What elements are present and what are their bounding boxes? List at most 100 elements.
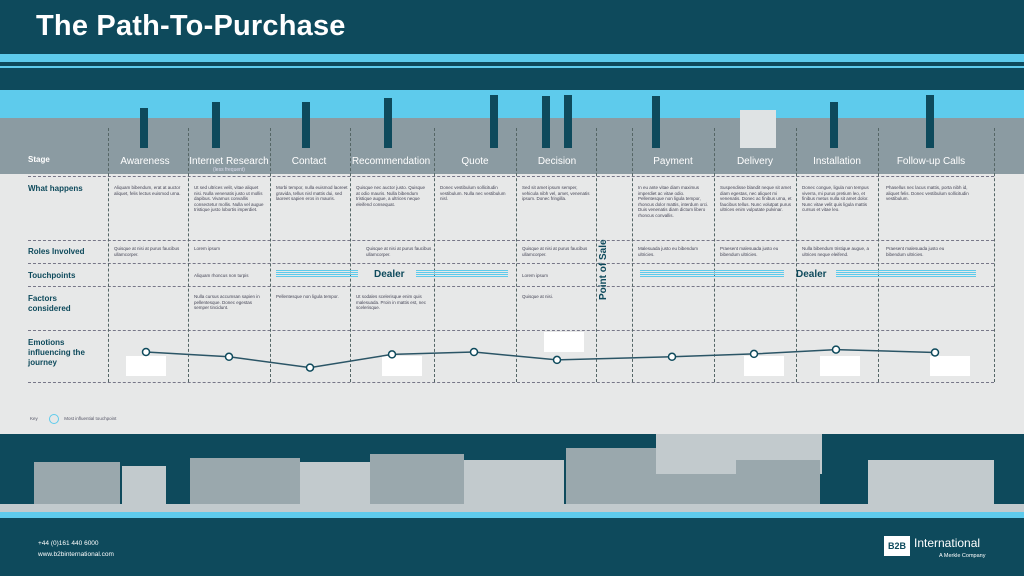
person-icon xyxy=(652,96,660,148)
row-divider xyxy=(28,240,994,241)
person-icon xyxy=(830,102,838,148)
factors-contact: Pellentesque non ligula tempor. xyxy=(276,294,339,299)
row-label-what-happens: What happens xyxy=(28,184,83,193)
figure-band xyxy=(0,118,1024,148)
emotion-line xyxy=(145,348,936,369)
column-divider xyxy=(516,128,517,382)
row-divider xyxy=(28,263,994,264)
emotion-point xyxy=(930,348,940,357)
stage-contact: Contact xyxy=(291,156,327,167)
ground xyxy=(0,504,1024,512)
row-label-touchpoints: Touchpoints xyxy=(28,271,76,280)
key: Key Most influential touchpoint xyxy=(30,414,116,424)
row-label-roles: Roles Involved xyxy=(28,247,85,256)
stage-internet-research: Internet Research xyxy=(189,156,269,167)
what-happens-recommendation: Quisque nec auctor justo. Quisque at odi… xyxy=(356,185,426,207)
emotion-point xyxy=(552,355,562,365)
building xyxy=(868,460,994,512)
stage-installation: Installation xyxy=(813,156,861,167)
stage-decision: Decision xyxy=(537,156,577,167)
emotion-point xyxy=(224,352,234,362)
stripe xyxy=(0,512,1024,518)
what-happens-awareness: Aliquam bibendum, erat at auctor aliquet… xyxy=(114,185,181,196)
what-happens-quote: Donec vestibulum sollicitudin vestibulum… xyxy=(440,185,506,202)
building xyxy=(370,454,464,512)
stage-note: (less frequent) xyxy=(213,167,245,173)
roles-awareness: Quisque at nisi at purus faucibus ullamc… xyxy=(114,246,180,257)
roles-decision: Quisque at nisi at purus faucibus ullamc… xyxy=(522,246,588,257)
stripe xyxy=(0,54,1024,62)
emotion-point xyxy=(831,345,841,354)
emotion-bubble xyxy=(930,356,970,376)
influential-touchpoint-bar xyxy=(836,270,976,278)
roles-installation: Nulla bibendum tristique augue, a ultric… xyxy=(802,246,870,257)
emotion-point xyxy=(667,352,677,362)
influential-touchpoint-bar xyxy=(276,270,358,278)
emotion-point xyxy=(749,349,759,359)
column-divider xyxy=(188,128,189,382)
column-divider xyxy=(878,128,879,382)
emotion-point xyxy=(141,347,151,357)
factors-recommendation: Ut sodales scelerisque enim quis malesua… xyxy=(356,294,427,311)
stripe xyxy=(0,68,1024,90)
row-divider xyxy=(28,176,994,177)
what-happens-decision: Sed sit amet ipsum semper, vehicula nibh… xyxy=(522,185,590,202)
buildings-band xyxy=(0,434,1024,512)
sky-band xyxy=(0,90,1024,118)
factors-research: Nulla cursus accumsan sapien in pellente… xyxy=(194,294,260,311)
what-happens-research: Ut sed ultrices velit, vitae aliquet nis… xyxy=(194,185,264,213)
brand-subtitle: A Merkle Company xyxy=(939,553,986,559)
emotion-point xyxy=(387,350,397,359)
building xyxy=(34,462,120,512)
stage-payment: Payment xyxy=(653,156,693,167)
emotion-point xyxy=(305,363,315,372)
footer xyxy=(0,522,1024,576)
emotion-bubble xyxy=(744,356,784,376)
row-divider xyxy=(28,382,994,383)
influential-touchpoint-icon xyxy=(49,414,60,424)
stage-awareness: Awareness xyxy=(120,156,170,167)
key-band xyxy=(0,406,1024,434)
roles-recommendation: Quisque at nisi at purus faucibus ullamc… xyxy=(366,246,432,257)
influential-touchpoint-bar xyxy=(416,270,508,278)
key-text: Most influential touchpoint xyxy=(64,416,117,422)
building xyxy=(190,458,300,512)
stage-delivery: Delivery xyxy=(736,156,774,167)
footer-phone: +44 (0)161 440 6000 xyxy=(38,540,99,547)
column-divider xyxy=(434,128,435,382)
what-happens-payment: In eu ante vitae diam maximus imperdiet … xyxy=(638,185,709,218)
point-of-sale-label: Point of Sale xyxy=(598,239,609,300)
row-label-stage: Stage xyxy=(28,155,50,164)
row-divider xyxy=(28,330,994,331)
column-divider xyxy=(714,128,715,382)
emotion-point xyxy=(469,347,479,357)
stage-follow-up-calls: Follow-up Calls xyxy=(896,156,966,167)
emotion-bubble xyxy=(382,356,422,376)
machine-icon xyxy=(740,110,776,148)
touchpoint-research: Aliquam rhoncus non turpis xyxy=(194,273,249,278)
column-divider xyxy=(350,128,351,382)
person-icon xyxy=(564,95,572,148)
column-divider xyxy=(108,128,109,382)
touchpoint-dealer-post-sale: Dealer xyxy=(796,269,827,280)
footer-website[interactable]: www.b2binternational.com xyxy=(38,551,114,558)
what-happens-followup: Phasellus nec lacus mattis, porta nibh i… xyxy=(886,185,969,202)
stripe xyxy=(0,62,1024,66)
what-happens-delivery: Suspendisse blandit neque sit amet diam … xyxy=(720,185,792,213)
header xyxy=(0,0,1024,54)
influential-touchpoint-bar xyxy=(640,270,784,278)
building xyxy=(464,460,564,512)
brand-name: International xyxy=(914,536,981,550)
person-icon xyxy=(384,98,392,148)
building xyxy=(736,460,820,512)
emotion-bubble xyxy=(126,356,166,376)
person-icon xyxy=(302,102,310,148)
person-icon xyxy=(542,96,550,148)
person-icon xyxy=(490,95,498,148)
roles-followup: Praesent malesuada justo eu bibendum ult… xyxy=(886,246,945,257)
person-icon xyxy=(926,95,934,148)
page-title: The Path-To-Purchase xyxy=(36,10,346,42)
stage-recommendation: Recommendation xyxy=(351,156,431,167)
b2b-logo: B2B xyxy=(884,536,910,556)
column-divider xyxy=(796,128,797,382)
